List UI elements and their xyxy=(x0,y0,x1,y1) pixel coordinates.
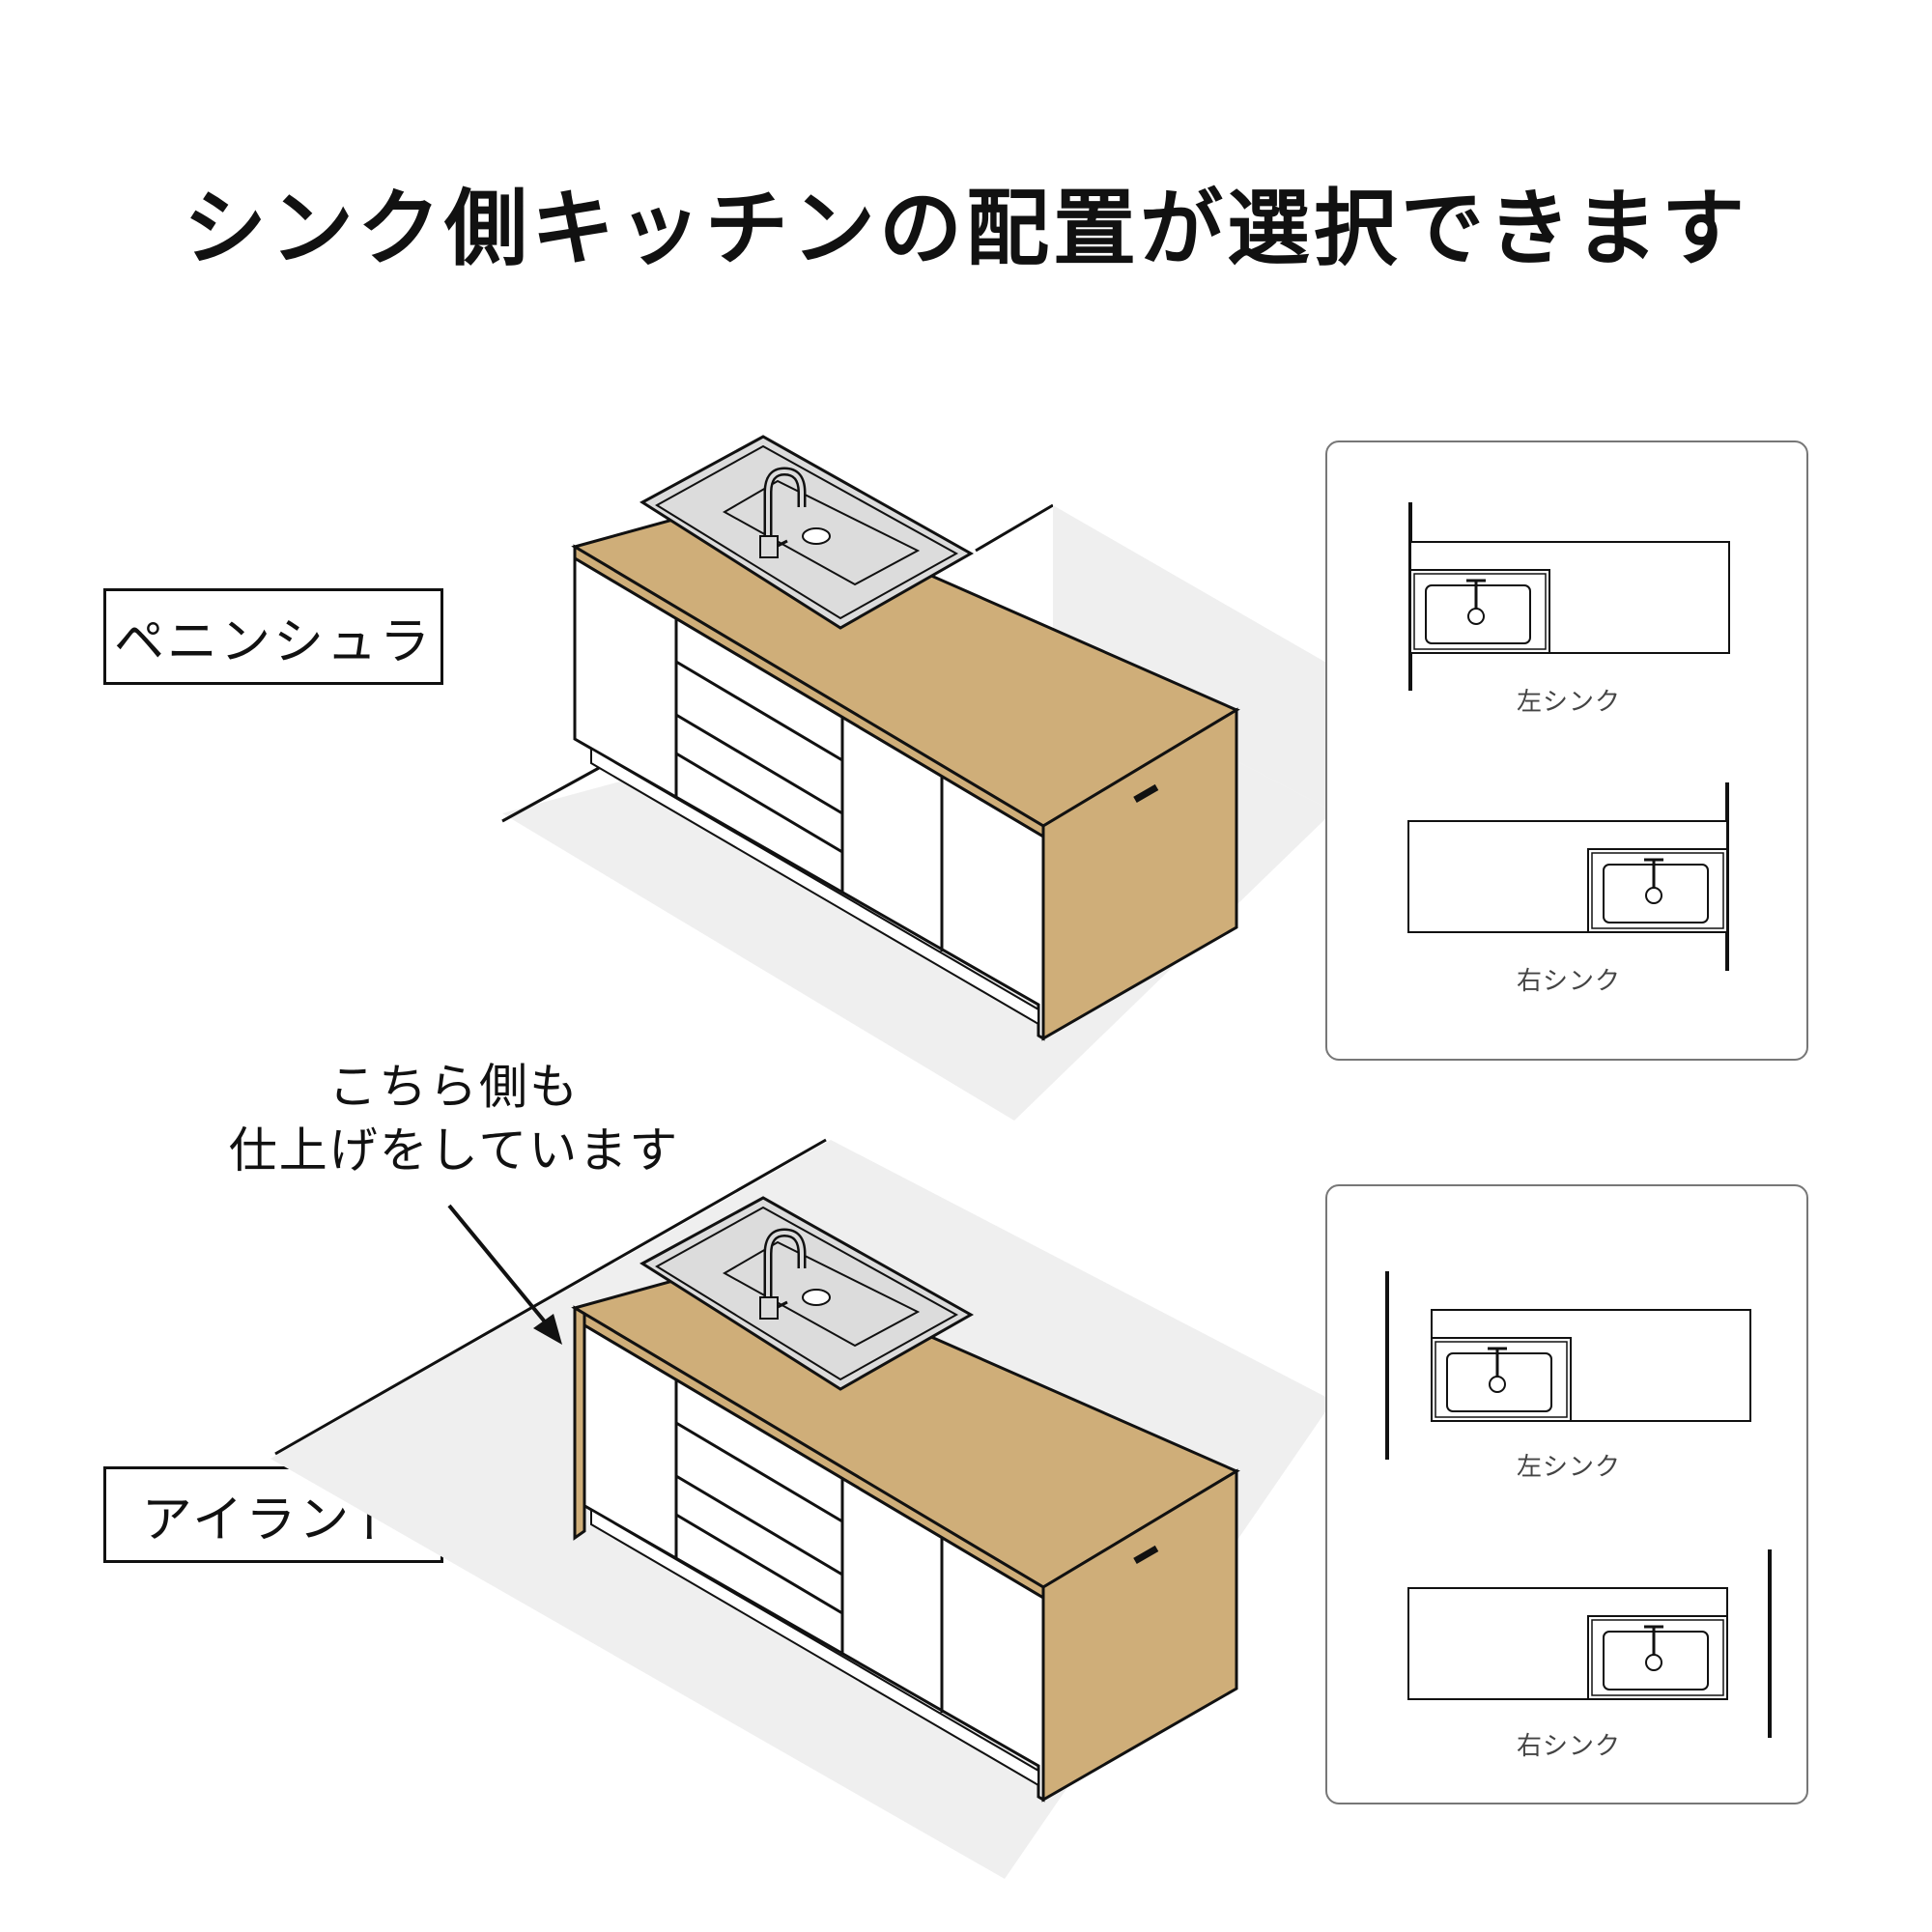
island-right-sink-label: 右シンク xyxy=(1516,1732,1621,1761)
island-back-panel xyxy=(573,1305,586,1541)
island-plan-panel: 左シンク 右シンク xyxy=(1325,1184,1808,1804)
peninsula-wall-line-left xyxy=(501,766,600,823)
page-title: シンク側キッチンの配置が選択できます xyxy=(184,181,1748,277)
peninsula-wall-shadow xyxy=(1053,505,1333,811)
callout-line-2: 仕上げをしています xyxy=(228,1122,680,1179)
callout-arrow-line xyxy=(447,1204,554,1333)
peninsula-right-sink-label: 右シンク xyxy=(1516,967,1621,996)
callout-line-1: こちら側も xyxy=(328,1059,580,1115)
peninsula-wall-line-right xyxy=(975,503,1054,553)
callout-arrow-head xyxy=(533,1314,562,1345)
island-left-sink-label: 左シンク xyxy=(1516,1453,1621,1482)
peninsula-left-sink-label: 左シンク xyxy=(1516,688,1621,717)
finish-callout: こちら側も 仕上げをしています xyxy=(193,1055,715,1182)
label-peninsula: ペニンシュラ xyxy=(103,588,443,685)
island-wall-line xyxy=(274,1138,827,1456)
peninsula-plan-panel: 左シンク 右シンク xyxy=(1325,440,1808,1061)
